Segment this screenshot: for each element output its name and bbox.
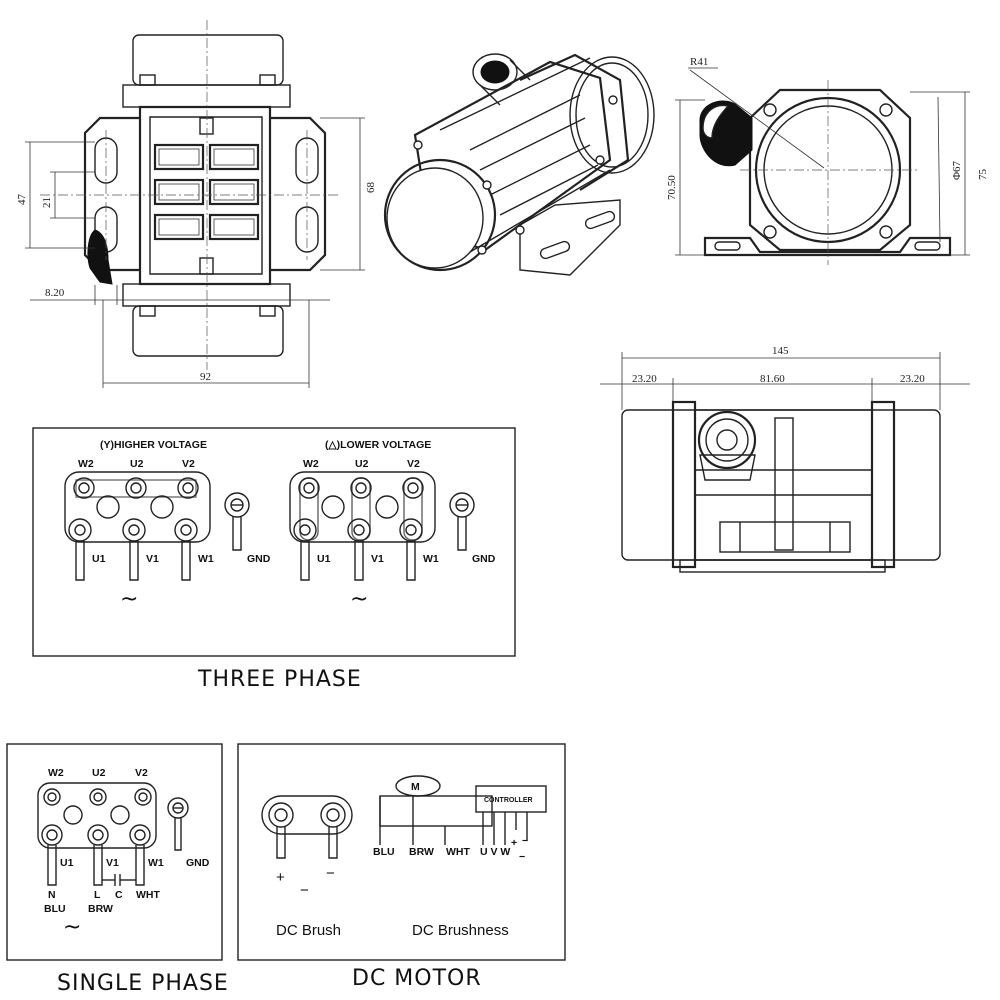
ctrl-minus: − (522, 835, 528, 847)
dim-68: 68 (365, 182, 377, 194)
dim-23-20-left: 23.20 (632, 373, 657, 385)
label-u2-hv: U2 (130, 458, 144, 470)
terminal-block-higher (64, 471, 250, 581)
label-u1-sp: U1 (60, 857, 74, 869)
dc-wire-blu: BLU (373, 846, 395, 858)
terminal-block-lower (289, 471, 475, 581)
dim-8-20: 8.20 (45, 287, 65, 299)
label-u1-lv: U1 (317, 553, 331, 565)
dc-wire-wht: WHT (446, 846, 470, 858)
label-w2-sp: W2 (48, 767, 64, 779)
terminal-block-single (37, 782, 189, 886)
ctrl-minus-lower: − (519, 851, 525, 863)
dc-brushless-schematic (379, 775, 547, 845)
top-view (600, 352, 970, 573)
label-brw-sp: BRW (88, 903, 113, 915)
label-w1-sp: W1 (148, 857, 164, 869)
label-v1-hv: V1 (146, 553, 159, 565)
label-blu-sp: BLU (44, 903, 66, 915)
label-v2-lv: V2 (407, 458, 420, 470)
dim-r41: R41 (690, 56, 708, 68)
dim-70-50: 70.50 (666, 175, 678, 200)
dc-brush-plus: + (276, 869, 285, 886)
label-c-sp: C (115, 889, 123, 901)
controller-label: CONTROLLER (484, 797, 533, 804)
dc-brush-label: DC Brush (276, 922, 341, 939)
label-v1-lv: V1 (371, 553, 384, 565)
label-n-sp: N (48, 889, 56, 901)
dc-brush-minus: − (326, 865, 335, 882)
dc-motor-title: DC MOTOR (352, 966, 482, 991)
dc-brushless-label: DC Brushness (412, 922, 509, 939)
dc-uvw: U V W (480, 846, 510, 858)
label-v2-sp: V2 (135, 767, 148, 779)
ac-symbol-lv: ~ (350, 587, 368, 612)
three-phase-title: THREE PHASE (197, 667, 362, 692)
front-view (25, 20, 365, 388)
dim-23-20-right: 23.20 (900, 373, 925, 385)
ctrl-plus: + (511, 837, 517, 849)
label-gnd-sp: GND (186, 857, 210, 869)
dim-47: 47 (16, 194, 28, 206)
dc-wire-brw: BRW (409, 846, 434, 858)
label-w2-hv: W2 (78, 458, 94, 470)
dim-81-60: 81.60 (760, 373, 785, 385)
single-phase-frame (6, 743, 223, 961)
dim-21: 21 (41, 197, 53, 208)
label-v1-sp: V1 (106, 857, 119, 869)
ac-symbol-hv: ~ (120, 587, 138, 612)
ac-symbol-sp: ~ (63, 915, 81, 940)
single-phase-title: SINGLE PHASE (57, 971, 229, 996)
label-gnd-lv: GND (472, 553, 496, 565)
label-wht-sp: WHT (136, 889, 160, 901)
label-w2-lv: W2 (303, 458, 319, 470)
label-gnd-hv: GND (247, 553, 271, 565)
three-phase-frame (32, 427, 516, 657)
dim-92: 92 (200, 371, 211, 383)
label-u1-hv: U1 (92, 553, 106, 565)
dim-145: 145 (772, 345, 789, 357)
motor-symbol: M (411, 781, 420, 793)
dc-brush-terminal (261, 795, 353, 859)
label-v2-hv: V2 (182, 458, 195, 470)
label-w1-hv: W1 (198, 553, 214, 565)
lower-voltage-heading: (△)LOWER VOLTAGE (325, 439, 431, 451)
higher-voltage-heading: (Y)HIGHER VOLTAGE (100, 439, 207, 451)
label-w1-lv: W1 (423, 553, 439, 565)
dc-brush-minus-lower: − (300, 882, 309, 899)
dim-75: 75 (977, 169, 989, 181)
label-l-sp: L (94, 889, 101, 901)
dim-phi67: Φ67 (951, 160, 963, 180)
isometric-view (383, 53, 655, 276)
dc-motor-frame (237, 743, 566, 961)
label-u2-sp: U2 (92, 767, 106, 779)
side-view (675, 67, 970, 265)
label-u2-lv: U2 (355, 458, 369, 470)
